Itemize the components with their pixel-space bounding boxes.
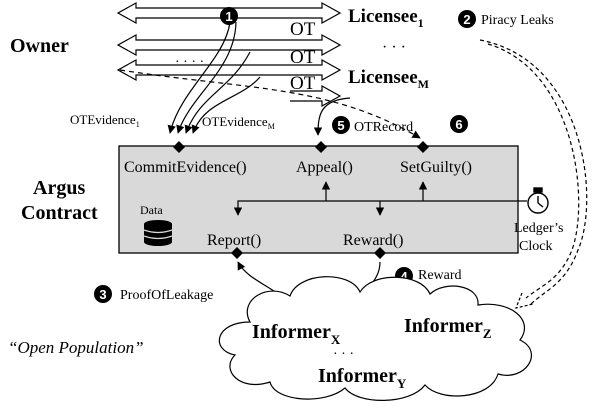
contract-box xyxy=(118,145,519,254)
owner-label: Owner xyxy=(10,35,69,57)
licensee-1-label: Licensee1 xyxy=(348,6,424,30)
step-2-badge: 2 xyxy=(458,10,476,28)
svg-text:5: 5 xyxy=(337,118,344,133)
svg-text:4: 4 xyxy=(400,269,408,284)
piracy-leak-dashed-head xyxy=(515,292,534,309)
licensee-dots: · · · xyxy=(382,39,406,56)
contract-port-diamonds xyxy=(173,141,429,259)
ot-label: OT xyxy=(290,47,316,68)
ot-arrow-4 xyxy=(290,84,342,108)
database-icon xyxy=(143,220,173,246)
step-1-badge: 1 xyxy=(220,7,238,25)
ot-label: OT xyxy=(290,73,316,94)
step-3-badge: 3 xyxy=(94,285,112,303)
step-6-badge: 6 xyxy=(450,115,468,133)
ot-label: OT xyxy=(290,19,316,40)
evidence-arrows xyxy=(167,21,261,134)
svg-text:6: 6 xyxy=(455,117,462,132)
open-population-label: “Open Population” xyxy=(8,338,144,357)
ot-evidence-m-label: OTEvidenceM xyxy=(202,114,275,131)
reward-function: Reward() xyxy=(343,232,403,249)
piracy-leak-dashed-loop xyxy=(479,39,588,306)
open-population-cloud xyxy=(218,276,532,401)
reward-step-label: Reward xyxy=(418,268,462,283)
licensee-to-appeal-arrow xyxy=(313,97,351,136)
informer-dots: · · · xyxy=(333,347,354,362)
piracy-leaks-label: Piracy Leaks xyxy=(481,13,554,28)
owner-arrow-dots: · · · · xyxy=(175,55,204,70)
owner-to-setguilty-dashed xyxy=(119,69,421,139)
appeal-function: Appeal() xyxy=(296,159,353,176)
ledger-clock-line1: Ledger’s xyxy=(514,221,564,236)
ot-channel-arrows xyxy=(116,1,342,108)
informer-y-label: InformerY xyxy=(318,365,407,391)
otrecord-label: OTRecord xyxy=(354,120,413,135)
report-function: Report() xyxy=(207,232,261,249)
svg-text:1: 1 xyxy=(225,9,232,24)
ot-evidence-1-label: OTEvidence1 xyxy=(70,112,140,129)
proof-of-leakage-label: ProofOfLeakage xyxy=(120,288,213,303)
contract-title-line1: Argus xyxy=(33,177,85,199)
setguilty-function: SetGuilty() xyxy=(400,159,472,176)
ledger-clock-line2: Clock xyxy=(519,239,552,254)
data-label: Data xyxy=(140,203,163,217)
step-5-badge: 5 xyxy=(332,116,350,134)
informer-x-label: InformerX xyxy=(252,321,341,347)
svg-text:3: 3 xyxy=(99,287,106,302)
ot-arrow-2 xyxy=(116,33,342,57)
commit-evidence-function: CommitEvidence() xyxy=(124,159,247,176)
stopwatch-icon xyxy=(527,187,549,214)
clock-signal-lines xyxy=(233,181,527,216)
contract-title-line2: Contract xyxy=(21,202,98,224)
ot-arrow-3 xyxy=(116,58,342,82)
informer-z-label: InformerZ xyxy=(404,315,492,341)
svg-text:2: 2 xyxy=(463,12,470,27)
licensee-m-label: LicenseeM xyxy=(348,67,429,91)
